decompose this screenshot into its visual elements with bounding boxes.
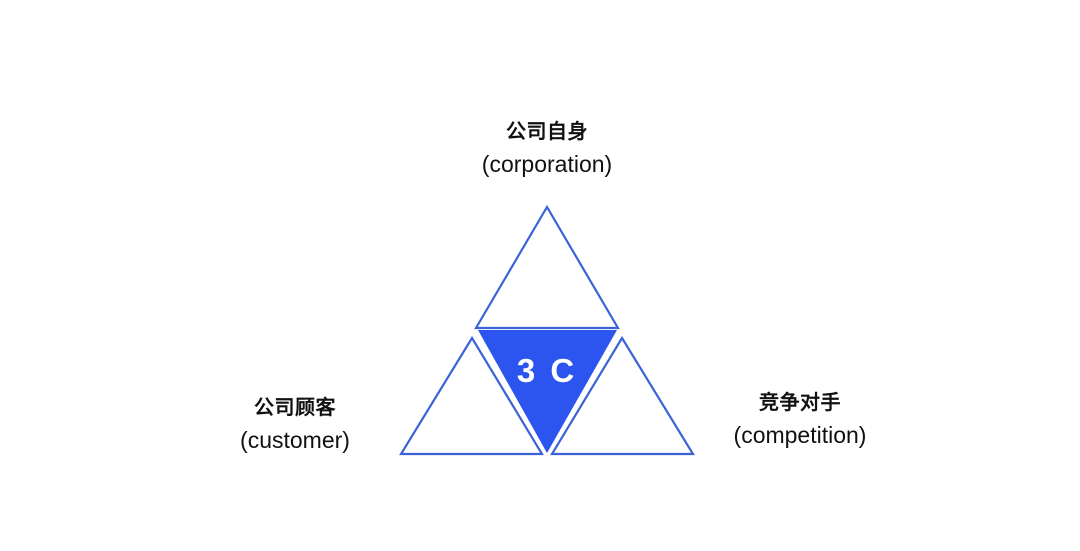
node-label-corporation: 公司自身 (corporation): [406, 122, 688, 176]
node-label-corporation-cn: 公司自身: [506, 121, 588, 143]
node-label-competition-en: (competition): [733, 422, 867, 448]
node-label-competition: 竞争对手 (competition): [650, 393, 950, 447]
node-label-customer: 公司顾客 (customer): [150, 398, 440, 452]
triangle-top-corporation: [474, 204, 620, 330]
triangle-bottom-left-customer: [399, 335, 544, 456]
triangle-bottom-right-competition: [550, 335, 695, 456]
node-label-corporation-en: (corporation): [481, 151, 613, 177]
node-label-customer-en: (customer): [240, 427, 350, 453]
node-label-competition-cn: 竞争对手: [759, 392, 841, 414]
node-label-customer-cn: 公司顾客: [254, 397, 336, 419]
triangle-center-3c-filled: [478, 330, 617, 453]
